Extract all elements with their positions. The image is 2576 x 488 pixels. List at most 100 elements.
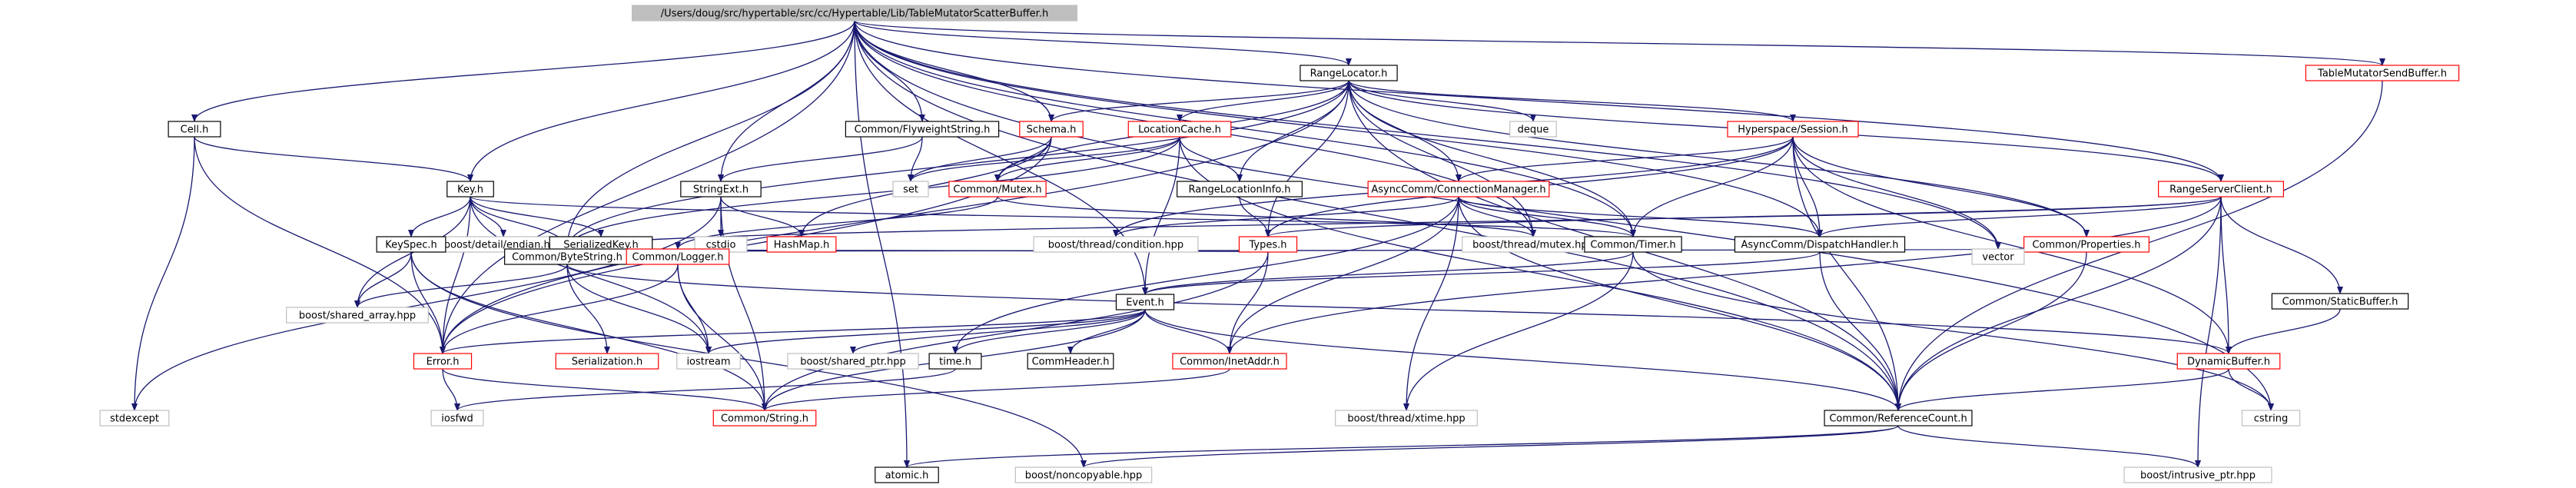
node-label: AsyncComm/ConnectionManager.h	[1371, 184, 1545, 196]
include-edge-rangelocator-to-hsession	[1348, 80, 1796, 122]
node-box	[2158, 181, 2284, 198]
node-label: iostream	[686, 357, 730, 368]
include-edge-root-to-timer	[854, 20, 1636, 237]
include-edge-connmgr-to-dispatch	[1458, 196, 1823, 237]
node-box	[1727, 121, 1859, 138]
include-edge-keyspec-to-error	[410, 251, 446, 354]
node-rangelocinfo[interactable]: RangeLocationInfo.h	[1177, 181, 1303, 198]
include-edge-dispatch-to-event	[1142, 251, 1821, 295]
include-edge-refcount-to-atomic	[904, 425, 1899, 468]
include-edge-root-to-error	[440, 20, 855, 354]
node-root[interactable]: /Users/doug/src/hypertable/src/cc/Hypert…	[631, 5, 1077, 22]
include-edge-event-to-inetaddr	[1144, 309, 1233, 354]
include-edge-mutex-to-logger	[675, 196, 998, 250]
node-cstring_h[interactable]: Common/String.h	[712, 410, 817, 427]
include-edge-dispatch-to-refcount	[1819, 251, 1901, 411]
node-stringext[interactable]: StringExt.h	[680, 181, 762, 198]
include-edge-keyspec-to-noncopyable	[410, 251, 1087, 468]
node-logger[interactable]: Common/Logger.h	[626, 248, 730, 265]
include-edge-key-to-timer	[470, 196, 1636, 237]
node-cell[interactable]: Cell.h	[168, 121, 221, 138]
node-box	[1300, 65, 1398, 81]
node-label: Common/Timer.h	[1590, 240, 1675, 251]
node-event[interactable]: Event.h	[1115, 294, 1175, 310]
node-box	[1172, 353, 1287, 370]
node-condition: boost/thread/condition.hpp	[1033, 236, 1199, 253]
node-box	[2241, 410, 2301, 427]
include-edge-rsclient-to-inetaddr	[1227, 196, 2222, 354]
include-edge-error-to-cstring_h	[442, 368, 768, 411]
node-serialization[interactable]: Serialization.h	[555, 353, 659, 370]
node-dynbuf[interactable]: DynamicBuffer.h	[2176, 353, 2281, 370]
node-locationcache[interactable]: LocationCache.h	[1127, 121, 1232, 138]
node-flyweight[interactable]: Common/FlyweightString.h	[845, 121, 1000, 138]
node-label: boost/shared_array.hpp	[299, 310, 416, 322]
node-box	[680, 181, 762, 198]
include-edge-rsclient-to-bytestring	[564, 196, 2222, 250]
include-edge-root-to-rangelocator	[854, 20, 1352, 66]
node-box	[1115, 294, 1175, 310]
include-edge-root-to-flyweight	[854, 20, 925, 122]
node-label: Types.h	[1248, 240, 1286, 251]
node-types[interactable]: Types.h	[1238, 236, 1298, 253]
node-key[interactable]: Key.h	[446, 181, 494, 198]
include-edge-root-to-atomic	[854, 20, 910, 468]
node-rsclient[interactable]: RangeServerClient.h	[2158, 181, 2284, 198]
node-schema[interactable]: Schema.h	[1019, 121, 1084, 138]
include-edge-stringext-to-hashmap	[720, 196, 805, 237]
node-sharedarray: boost/shared_array.hpp	[286, 307, 429, 324]
node-label: boost/shared_ptr.hpp	[800, 357, 906, 368]
node-timeh[interactable]: time.h	[928, 353, 982, 370]
include-edge-logger-to-cstring_h	[677, 264, 768, 411]
node-dispatch[interactable]: AsyncComm/DispatchHandler.h	[1734, 236, 1906, 253]
node-box	[875, 466, 939, 483]
node-hashmap[interactable]: HashMap.h	[766, 236, 837, 253]
node-mutex[interactable]: Common/Mutex.h	[948, 181, 1047, 198]
include-edge-rangelocator-to-bmutex	[1348, 80, 1536, 237]
node-refcount[interactable]: Common/ReferenceCount.h	[1824, 410, 1973, 427]
node-keyspec[interactable]: KeySpec.h	[376, 236, 446, 253]
node-hsession[interactable]: Hyperspace/Session.h	[1727, 121, 1859, 138]
include-edge-key-to-keyspec	[408, 196, 471, 237]
include-edge-hsession-to-refcount	[1792, 136, 1901, 411]
node-bytestring[interactable]: Common/ByteString.h	[504, 248, 630, 265]
node-box	[1824, 410, 1973, 427]
node-iosfwd: iosfwd	[430, 410, 484, 427]
node-tmsendbuf[interactable]: TableMutatorSendBuffer.h	[2305, 65, 2460, 81]
dependency-edges	[131, 20, 2385, 468]
include-edge-staticbuf-to-dynbuf	[2226, 308, 2341, 354]
node-box	[892, 181, 929, 198]
include-edge-locationcache-to-rangelocinfo	[1179, 136, 1243, 182]
node-box	[2123, 466, 2272, 483]
node-atomic[interactable]: atomic.h	[875, 466, 939, 483]
node-label: Hyperspace/Session.h	[1738, 124, 1848, 136]
node-box	[626, 248, 730, 265]
node-inetaddr[interactable]: Common/InetAddr.h	[1172, 353, 1287, 370]
node-box	[1127, 121, 1232, 138]
node-rangelocator[interactable]: RangeLocator.h	[1300, 65, 1398, 81]
node-label: Common/Properties.h	[2032, 240, 2140, 251]
include-edge-dynbuf-to-cstring	[2228, 368, 2274, 411]
node-error[interactable]: Error.h	[413, 353, 473, 370]
node-commheader[interactable]: CommHeader.h	[1027, 353, 1114, 370]
include-edge-root-to-rsclient	[854, 20, 2224, 182]
include-edge-timer-to-event	[1142, 251, 1634, 295]
node-box	[631, 5, 1077, 22]
node-properties[interactable]: Common/Properties.h	[2023, 236, 2149, 253]
node-label: Error.h	[427, 357, 460, 368]
node-label: AsyncComm/DispatchHandler.h	[1741, 240, 1899, 251]
include-edge-connmgr-to-xtime	[1403, 196, 1459, 411]
include-edge-root-to-bytestring	[564, 20, 855, 250]
node-label: boost/thread/mutex.hpp	[1472, 240, 1594, 251]
node-staticbuf[interactable]: Common/StaticBuffer.h	[2271, 293, 2409, 310]
node-vector: vector	[1971, 248, 2025, 265]
node-timer[interactable]: Common/Timer.h	[1584, 236, 1682, 253]
node-label: Common/FlyweightString.h	[855, 124, 991, 136]
include-edge-key-to-iostream	[470, 196, 712, 354]
node-label: LocationCache.h	[1138, 124, 1221, 136]
include-edge-key-to-serialkey	[470, 196, 604, 237]
node-box	[1014, 466, 1153, 483]
node-connmgr[interactable]: AsyncComm/ConnectionManager.h	[1367, 181, 1550, 198]
node-box	[1584, 236, 1682, 253]
